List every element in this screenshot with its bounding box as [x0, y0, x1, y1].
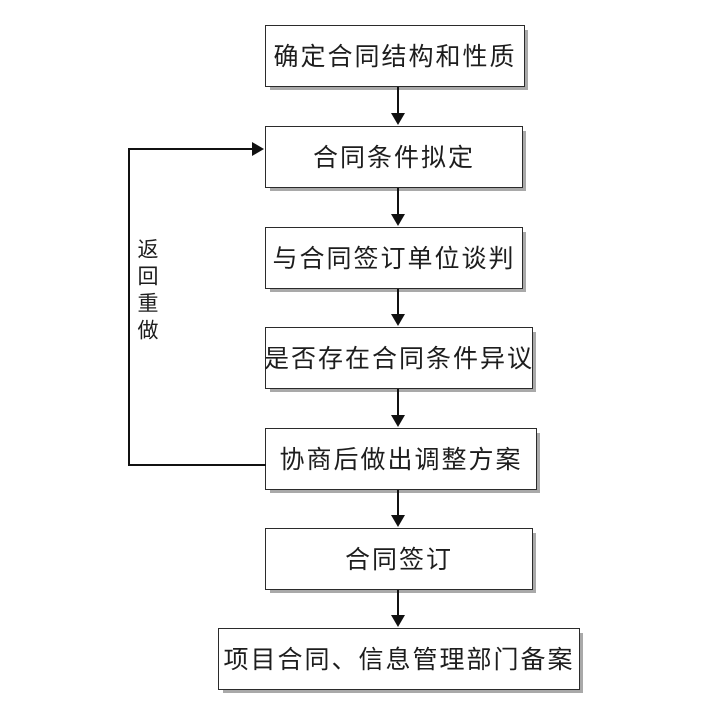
loop-segment-left — [128, 148, 130, 466]
flow-node-label: 合同签订 — [344, 544, 453, 574]
flow-node-adjustment-plan-after-negotiation[interactable]: 协商后做出调整方案 — [265, 428, 537, 490]
arrow-head-n5-n6 — [391, 515, 405, 527]
loop-segment-bottom — [128, 464, 266, 466]
connector-line-n2-n3 — [397, 188, 399, 215]
arrow-head-n2-n3 — [391, 214, 405, 226]
flow-node-check-terms-objection[interactable]: 是否存在合同条件异议 — [264, 327, 535, 389]
flow-node-label: 确定合同结构和性质 — [273, 41, 517, 71]
arrow-head-loop-into-n2 — [252, 142, 264, 156]
flow-node-contract-signing[interactable]: 合同签订 — [265, 528, 533, 590]
arrow-head-n3-n4 — [391, 314, 405, 326]
connector-line-n3-n4 — [397, 289, 399, 315]
flow-node-negotiate-with-signing-party[interactable]: 与合同签订单位谈判 — [265, 227, 523, 289]
flow-node-label: 项目合同、信息管理部门备案 — [223, 644, 575, 674]
connector-line-n1-n2 — [397, 87, 399, 114]
connector-line-n6-n7 — [397, 590, 399, 616]
flow-node-draft-contract-terms[interactable]: 合同条件拟定 — [265, 126, 523, 188]
arrow-head-n6-n7 — [391, 615, 405, 627]
arrow-head-n1-n2 — [391, 113, 405, 125]
connector-line-n4-n5 — [397, 389, 399, 416]
flow-node-label: 与合同签订单位谈判 — [272, 243, 516, 273]
loop-label-return-redo: 返回重做 — [135, 238, 159, 346]
arrow-head-n4-n5 — [391, 415, 405, 427]
loop-segment-top — [128, 148, 253, 150]
flow-node-file-with-management-department[interactable]: 项目合同、信息管理部门备案 — [218, 628, 580, 690]
flow-node-label: 协商后做出调整方案 — [279, 444, 523, 474]
flow-node-label: 合同条件拟定 — [312, 142, 475, 172]
flow-node-label: 是否存在合同条件异议 — [264, 343, 535, 373]
flow-node-determine-contract-structure[interactable]: 确定合同结构和性质 — [265, 25, 525, 87]
connector-line-n5-n6 — [397, 490, 399, 516]
